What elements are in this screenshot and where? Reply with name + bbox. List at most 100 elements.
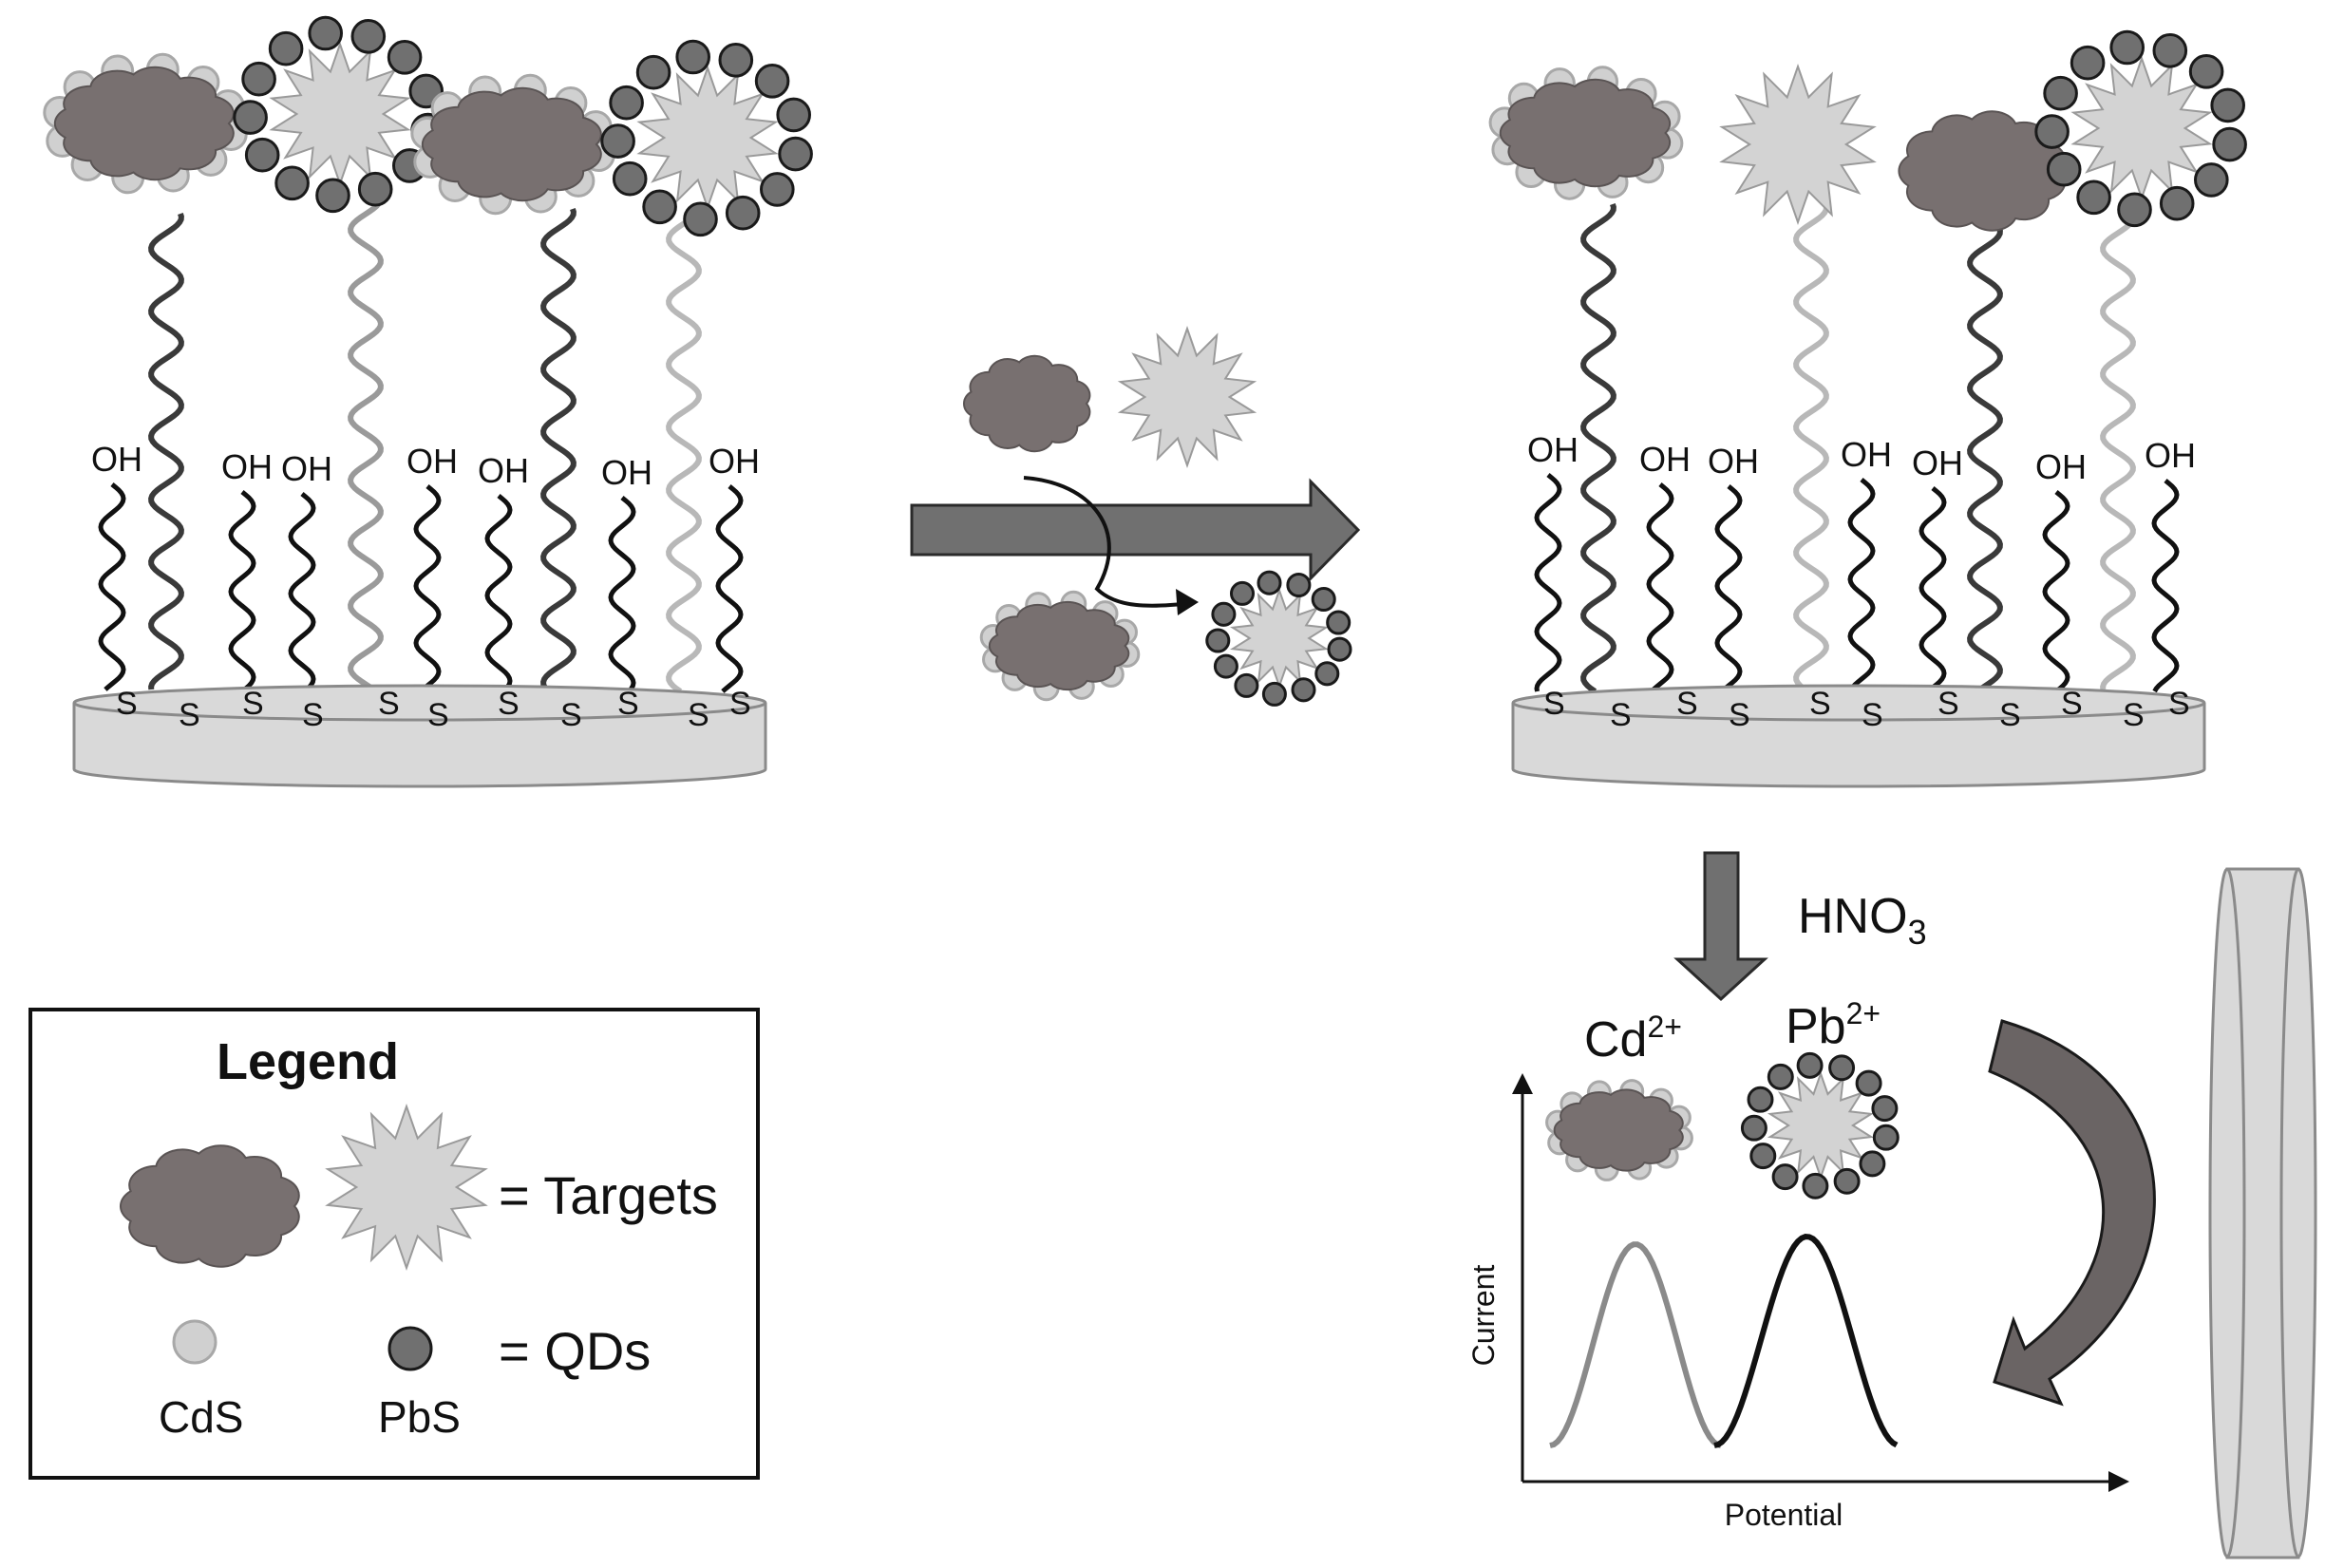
cloud-target-cds-conjugate [43, 52, 248, 195]
s-label: S [2061, 686, 2083, 722]
hydroxyl-linker [1847, 478, 1876, 692]
s-label: S [1938, 686, 1959, 722]
oh-label: OH [709, 442, 760, 481]
electrodes [72, 684, 2317, 1559]
oh-label: OH [281, 449, 332, 488]
pbs-qd [387, 40, 423, 75]
cd-ion-label: Cd2+ [1584, 1010, 1682, 1067]
pbs-qd [1314, 661, 1340, 687]
hydroxyl-linker [1714, 484, 1743, 693]
pbs-qd [609, 85, 644, 121]
legend-pbs-label: PbS [378, 1392, 461, 1442]
hydroxyl-linker [288, 492, 316, 692]
pbs-qd [233, 100, 268, 135]
pbs-qd [350, 19, 387, 54]
pbs-qd [1326, 610, 1352, 635]
hydroxyl-linker [484, 494, 513, 691]
star-target [636, 65, 779, 211]
hydroxyl-linker [1646, 482, 1674, 691]
probe-strand [666, 203, 702, 694]
pbs-qd [1771, 1163, 1799, 1191]
pbs-qd [642, 189, 677, 225]
gold-electrode [72, 684, 767, 788]
legend-targets-label: = Targets [499, 1165, 718, 1225]
pbs-qd [635, 54, 671, 90]
pbs-qd [274, 165, 310, 201]
cloud-target-cds-conjugate [1488, 66, 1684, 200]
pbs-qd [1747, 1086, 1774, 1113]
pbs-qd [1796, 1051, 1824, 1079]
pbs-qd [2043, 75, 2078, 111]
probe-strand [1580, 203, 1616, 694]
reaction-arrow [910, 478, 1361, 582]
oh-label: OH [1841, 435, 1892, 474]
probe-strand [1967, 227, 2003, 692]
y-axis-label: Current [1466, 1265, 1501, 1367]
binding-arrow-head [1176, 589, 1199, 615]
pbs-qd [1740, 1114, 1767, 1142]
pbs-qd [1828, 1054, 1856, 1082]
pbs-qd [1749, 1143, 1777, 1170]
pbs-qd [2152, 33, 2188, 68]
pb-stripping-peak [1713, 1234, 1899, 1448]
pbs-qd [244, 137, 280, 173]
pbs-qd [1211, 601, 1237, 627]
x-axis-label: Potential [1725, 1498, 1843, 1532]
pbs-qd [2109, 29, 2145, 66]
s-label: S [729, 686, 751, 722]
side-electrode [2208, 867, 2317, 1559]
cloud-target [1499, 78, 1672, 188]
y-axis-arrowhead [1512, 1073, 1533, 1094]
star-target [269, 41, 411, 187]
probe-strand [540, 208, 577, 692]
s-label: S [1676, 686, 1698, 722]
pbs-qd [241, 61, 276, 97]
pbs-qd [2034, 114, 2070, 149]
star-target-pbs-conjugate [600, 39, 813, 237]
pbs-qd [2070, 45, 2106, 81]
pbs-qd [1872, 1124, 1900, 1151]
pbs-qd [778, 136, 813, 172]
pbs-qd [1234, 672, 1259, 698]
hydroxyl-linker [608, 496, 636, 693]
s-label: S [2123, 697, 2145, 733]
star-target-pbs-conjugate [2034, 29, 2247, 228]
pbs-qd [725, 195, 761, 231]
pbs-qd [754, 64, 790, 99]
legend-cds-qd-icon [172, 1319, 217, 1365]
pbs-qd [2188, 54, 2224, 89]
s-label: S [560, 697, 582, 733]
pbs-qd [268, 30, 304, 66]
pbs-qd [1859, 1150, 1886, 1178]
pbs-qd [760, 172, 795, 207]
dissolution-arrow [1673, 851, 1768, 1002]
legend-star-target-icon [325, 1103, 488, 1272]
pbs-qd [718, 43, 754, 78]
pbs-qd [1327, 636, 1352, 662]
nanoparticle-conjugates [43, 15, 2247, 1200]
oh-label: OH [1527, 430, 1578, 469]
s-label: S [1809, 686, 1831, 722]
s-label: S [302, 697, 324, 733]
hydroxyl-linker [715, 484, 744, 693]
pbs-qd [1261, 681, 1287, 707]
pbs-qd [1291, 677, 1316, 703]
pbs-qd [357, 171, 393, 207]
star-target-pbs-conjugate [1205, 570, 1352, 707]
pbs-qd [600, 123, 635, 159]
oh-label: OH [1639, 440, 1691, 479]
pbs-qd [308, 15, 344, 51]
free-star-target [1719, 63, 1877, 226]
star-target-pbs-conjugate [1740, 1051, 1900, 1200]
oh-label: OH [1912, 444, 1963, 482]
acid-label: HNO3 [1798, 889, 1927, 952]
s-label: S [2168, 686, 2190, 722]
cloud-target-cds-conjugate [410, 73, 615, 216]
oh-label: OH [601, 453, 652, 492]
cd-stripping-peak [1549, 1241, 1722, 1448]
cloud-target [988, 600, 1130, 691]
pbs-qd [1286, 572, 1312, 598]
